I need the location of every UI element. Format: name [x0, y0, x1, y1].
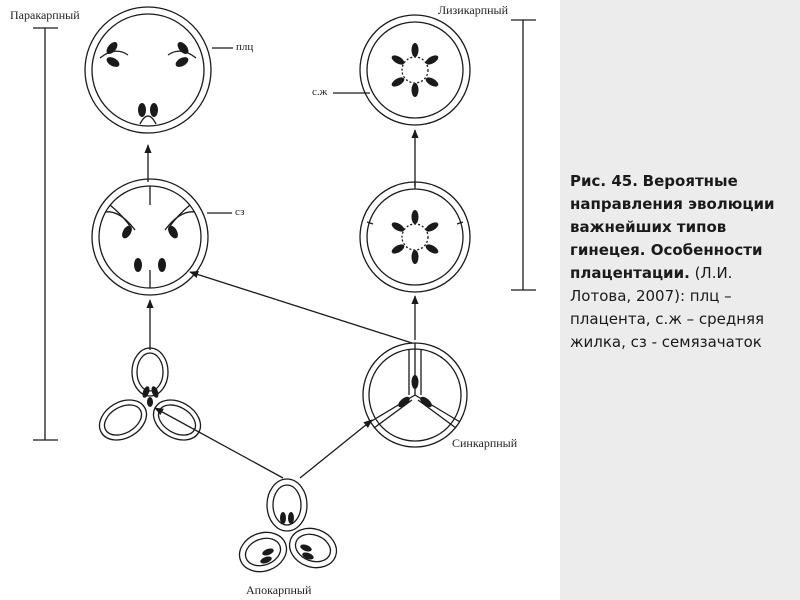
caption-bold-text: Вероятные направления эволюции важнейших… [570, 172, 775, 282]
label-syncarpous: Синкарпный [452, 436, 518, 450]
label-paracarpous: Паракарпный [10, 8, 80, 22]
transitional-gynoecium [98, 347, 202, 441]
figure-caption: Рис. 45. Вероятные направления эволюции … [570, 170, 795, 354]
paracarpous-range-bar [33, 27, 58, 441]
caption-normal-text: (Л.И. Лотова, 2007): плц – плацента, с.ж… [570, 264, 765, 351]
dizicarpous-gynoecium-top [359, 14, 471, 126]
apocarpous-gynoecium [238, 478, 338, 573]
caption-panel: Рис. 45. Вероятные направления эволюции … [560, 0, 800, 600]
label-apocarpous: Апокарпный [246, 583, 312, 597]
label-ovule: сз [235, 206, 245, 218]
caption-figure-number: Рис. 45. [570, 172, 638, 190]
syncarpous-gynoecium [362, 342, 468, 448]
intermediate-gynoecium-left [91, 178, 209, 296]
paracarpous-gynoecium [84, 6, 212, 134]
label-midrib: с.ж [312, 86, 328, 98]
label-dizicarpous: Лизикарпный [438, 3, 509, 17]
gynoecium-evolution-diagram: Паракарпный Лизикарпный плц с.ж сз Синка… [10, 3, 536, 597]
dizicarpous-range-bar [511, 19, 536, 291]
label-placenta: плц [236, 41, 254, 53]
evolution-arrows [144, 47, 419, 479]
dizicarpous-gynoecium-middle [359, 181, 471, 293]
diagram-svg [33, 6, 536, 573]
